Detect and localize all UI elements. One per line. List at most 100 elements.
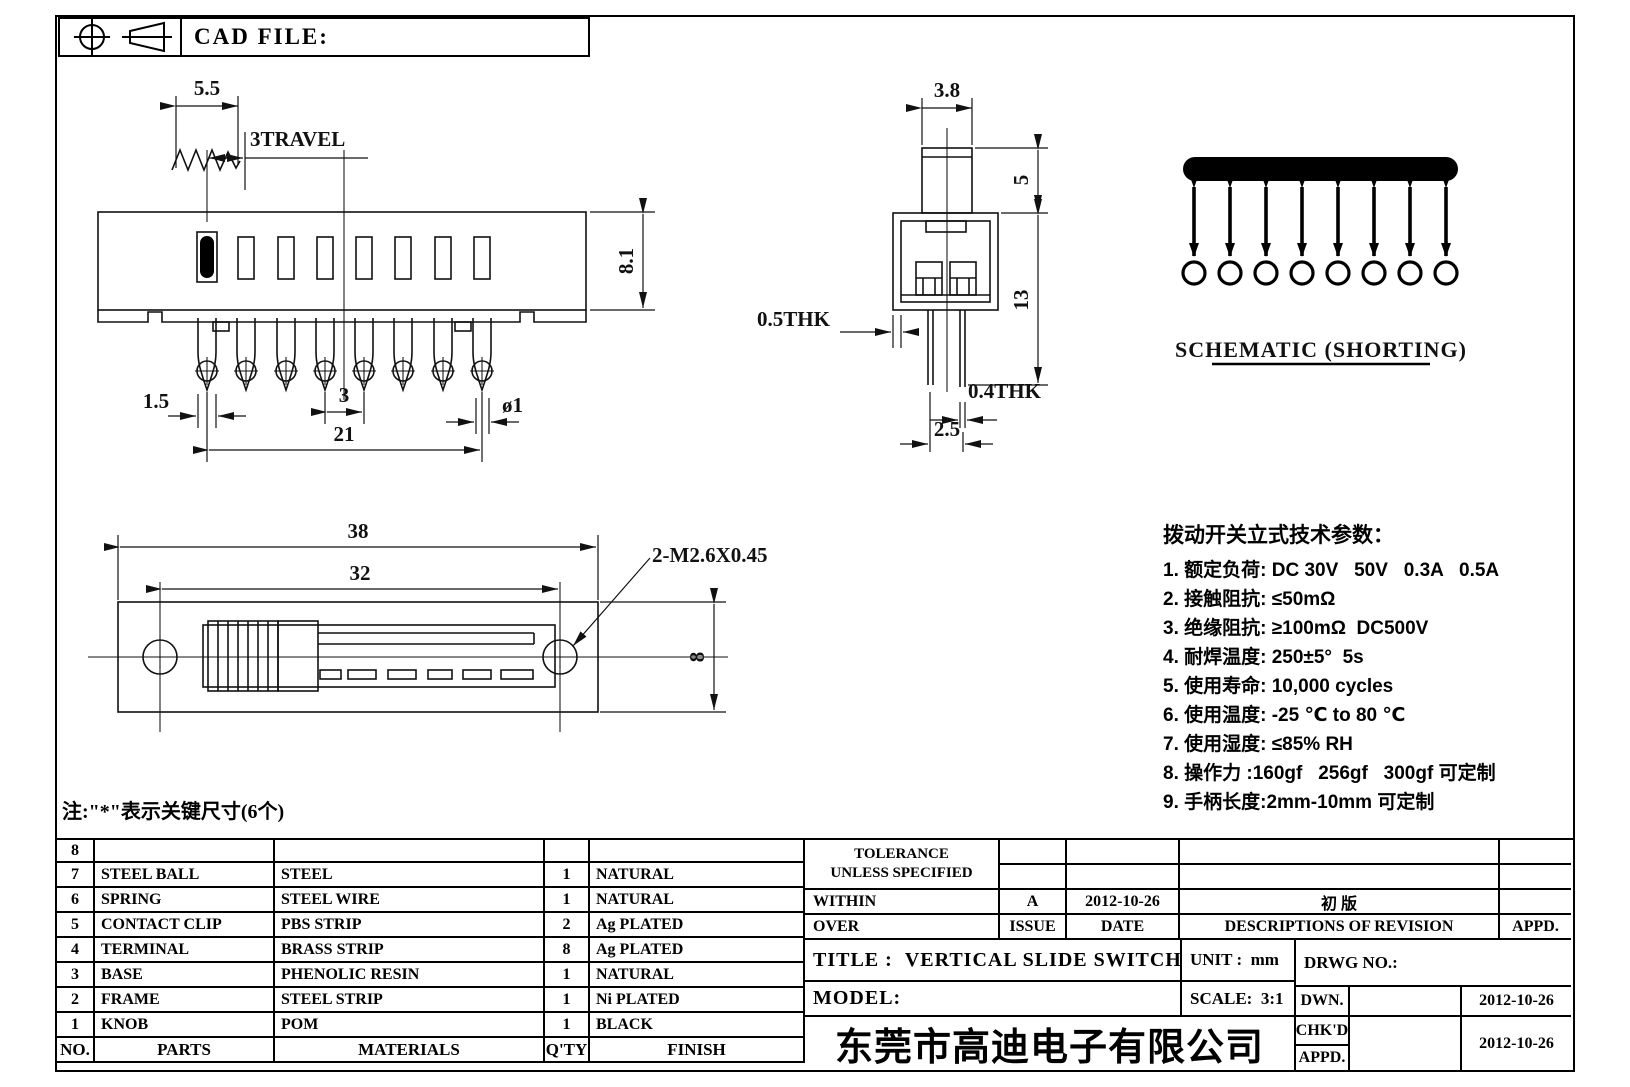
part-material: STEEL WIRE: [275, 888, 545, 913]
parts-table: 8 7 STEEL BALL STEEL 1 NATURAL 6 SPRING …: [55, 838, 805, 1063]
drawing-views: 5.5 3TRAVEL 8.1 1.5 3: [88, 76, 1466, 732]
tech-params: 拨动开关立式技术参数： 1. 额定负荷: DC 30V 50V 0.3A 0.5…: [1163, 519, 1499, 817]
col-header-no: NO.: [55, 1038, 95, 1063]
tech-param-item: 7. 使用湿度: ≤85% RH: [1163, 734, 1353, 755]
dim-travel: 3TRAVEL: [250, 127, 345, 151]
target-circle-icon: [74, 19, 110, 55]
part-material: STEEL: [275, 863, 545, 888]
tech-param-item: 6. 使用温度: -25 ℃ to 80 ℃: [1163, 705, 1406, 726]
col-header-materials: MATERIALS: [275, 1038, 545, 1063]
rev-cell-empty: [1180, 840, 1500, 865]
tolerance-line1: TOLERANCE: [854, 846, 949, 862]
part-name: KNOB: [95, 1013, 275, 1038]
terminal-circles: [1181, 260, 1459, 286]
scale-cell: SCALE: 3:1: [1182, 982, 1296, 1017]
side-view: 3.8 5 13 0.5THK 0.4THK: [757, 78, 1048, 452]
chk-appd-signature: [1350, 1017, 1462, 1070]
projection-symbol-icon: [74, 19, 172, 55]
tech-param-item: 3. 绝缘阻抗: ≥100mΩ DC500V: [1163, 618, 1429, 639]
part-material: PBS STRIP: [275, 913, 545, 938]
date-label: DATE: [1067, 915, 1180, 940]
rev-appd-empty: [1500, 890, 1571, 915]
tolerance-line2: UNLESS SPECIFIED: [830, 865, 973, 881]
cad-file-bar: CAD FILE:: [58, 17, 590, 57]
appd2-label: APPD.: [1296, 1046, 1350, 1070]
issue-value: A: [1000, 890, 1067, 915]
rev-cell-empty: [1180, 865, 1500, 890]
part-no: 7: [55, 863, 95, 888]
rev-cell-empty: [1500, 865, 1571, 890]
part-name: FRAME: [95, 988, 275, 1013]
dim-5: 5: [1009, 175, 1033, 186]
part-qty: 2: [545, 913, 590, 938]
dim-21: 21: [334, 422, 355, 446]
dim-screw: 2-M2.6X0.45: [652, 543, 767, 567]
revision-description: 初 版: [1180, 890, 1500, 915]
part-finish: [590, 838, 805, 863]
part-qty: 1: [545, 988, 590, 1013]
appd-label: APPD.: [1500, 915, 1571, 940]
rev-cell-empty: [1067, 865, 1180, 890]
part-finish: Ag PLATED: [590, 913, 805, 938]
dim-terminal-thk: 0.4THK: [968, 379, 1042, 403]
title-cell: TITLE : VERTICAL SLIDE SWITCH: [805, 940, 1182, 982]
part-qty: 1: [545, 888, 590, 913]
part-name: SPRING: [95, 888, 275, 913]
tolerance-cell: TOLERANCE UNLESS SPECIFIED: [805, 840, 1000, 890]
dim-38: 38: [348, 519, 369, 543]
model-label: MODEL:: [805, 982, 1182, 1017]
top-view: 38 32 2-M2.6X0.45 8: [88, 519, 767, 732]
drwg-no-label: DRWG NO.:: [1296, 940, 1571, 987]
scale-label: SCALE:: [1190, 988, 1253, 1008]
part-name: STEEL BALL: [95, 863, 275, 888]
part-material: PHENOLIC RESIN: [275, 963, 545, 988]
part-finish: BLACK: [590, 1013, 805, 1038]
part-name: CONTACT CLIP: [95, 913, 275, 938]
part-no: 8: [55, 838, 95, 863]
common-bus-bar: [1183, 157, 1458, 181]
cone-frustum-icon: [122, 21, 172, 53]
unit-cell: UNIT : mm: [1182, 940, 1296, 982]
front-view: 5.5 3TRAVEL 8.1 1.5 3: [97, 76, 655, 462]
part-qty: 1: [545, 863, 590, 888]
part-material: BRASS STRIP: [275, 938, 545, 963]
dim-3: 3: [339, 383, 350, 407]
dim-1-5: 1.5: [143, 389, 169, 413]
rev-cell-empty: [1000, 865, 1067, 890]
dim-5-5: 5.5: [194, 76, 220, 100]
dwn-signature: [1350, 987, 1462, 1017]
scale-value: 3:1: [1260, 988, 1284, 1008]
col-header-qty: Q'TY: [545, 1038, 590, 1063]
dwn-date: 2012-10-26: [1462, 987, 1571, 1017]
part-material: [275, 838, 545, 863]
issue-label: ISSUE: [1000, 915, 1067, 940]
part-finish: NATURAL: [590, 863, 805, 888]
unit-label: UNIT :: [1190, 950, 1243, 969]
part-no: 5: [55, 913, 95, 938]
part-no: 2: [55, 988, 95, 1013]
part-qty: 1: [545, 963, 590, 988]
rev-cell-empty: [1000, 840, 1067, 865]
tech-param-item: 2. 接触阻抗: ≤50mΩ: [1163, 589, 1336, 610]
part-finish: Ni PLATED: [590, 988, 805, 1013]
dim-frame-thk: 0.5THK: [757, 307, 831, 331]
dwn-label: DWN.: [1296, 987, 1350, 1017]
part-qty: 8: [545, 938, 590, 963]
key-dimension-note: 注:"*"表示关键尺寸(6个): [62, 801, 285, 823]
cad-file-label: CAD FILE:: [194, 24, 329, 49]
tech-param-item: 4. 耐焊温度: 250±5° 5s: [1163, 647, 1364, 668]
part-qty: 1: [545, 1013, 590, 1038]
title-label: TITLE :: [813, 948, 893, 971]
revision-date: 2012-10-26: [1067, 890, 1180, 915]
part-finish: NATURAL: [590, 963, 805, 988]
part-name: BASE: [95, 963, 275, 988]
dim-8: 8: [685, 652, 709, 663]
title-value: VERTICAL SLIDE SWITCH: [904, 948, 1182, 971]
dim-32: 32: [350, 561, 371, 585]
chk-appd-date: 2012-10-26: [1479, 1034, 1554, 1052]
tech-param-item: 9. 手柄长度:2mm-10mm 可定制: [1163, 792, 1435, 813]
schematic-view: SCHEMATIC (SHORTING): [1175, 157, 1466, 366]
within-label: WITHIN: [805, 890, 1000, 915]
part-name: [95, 838, 275, 863]
